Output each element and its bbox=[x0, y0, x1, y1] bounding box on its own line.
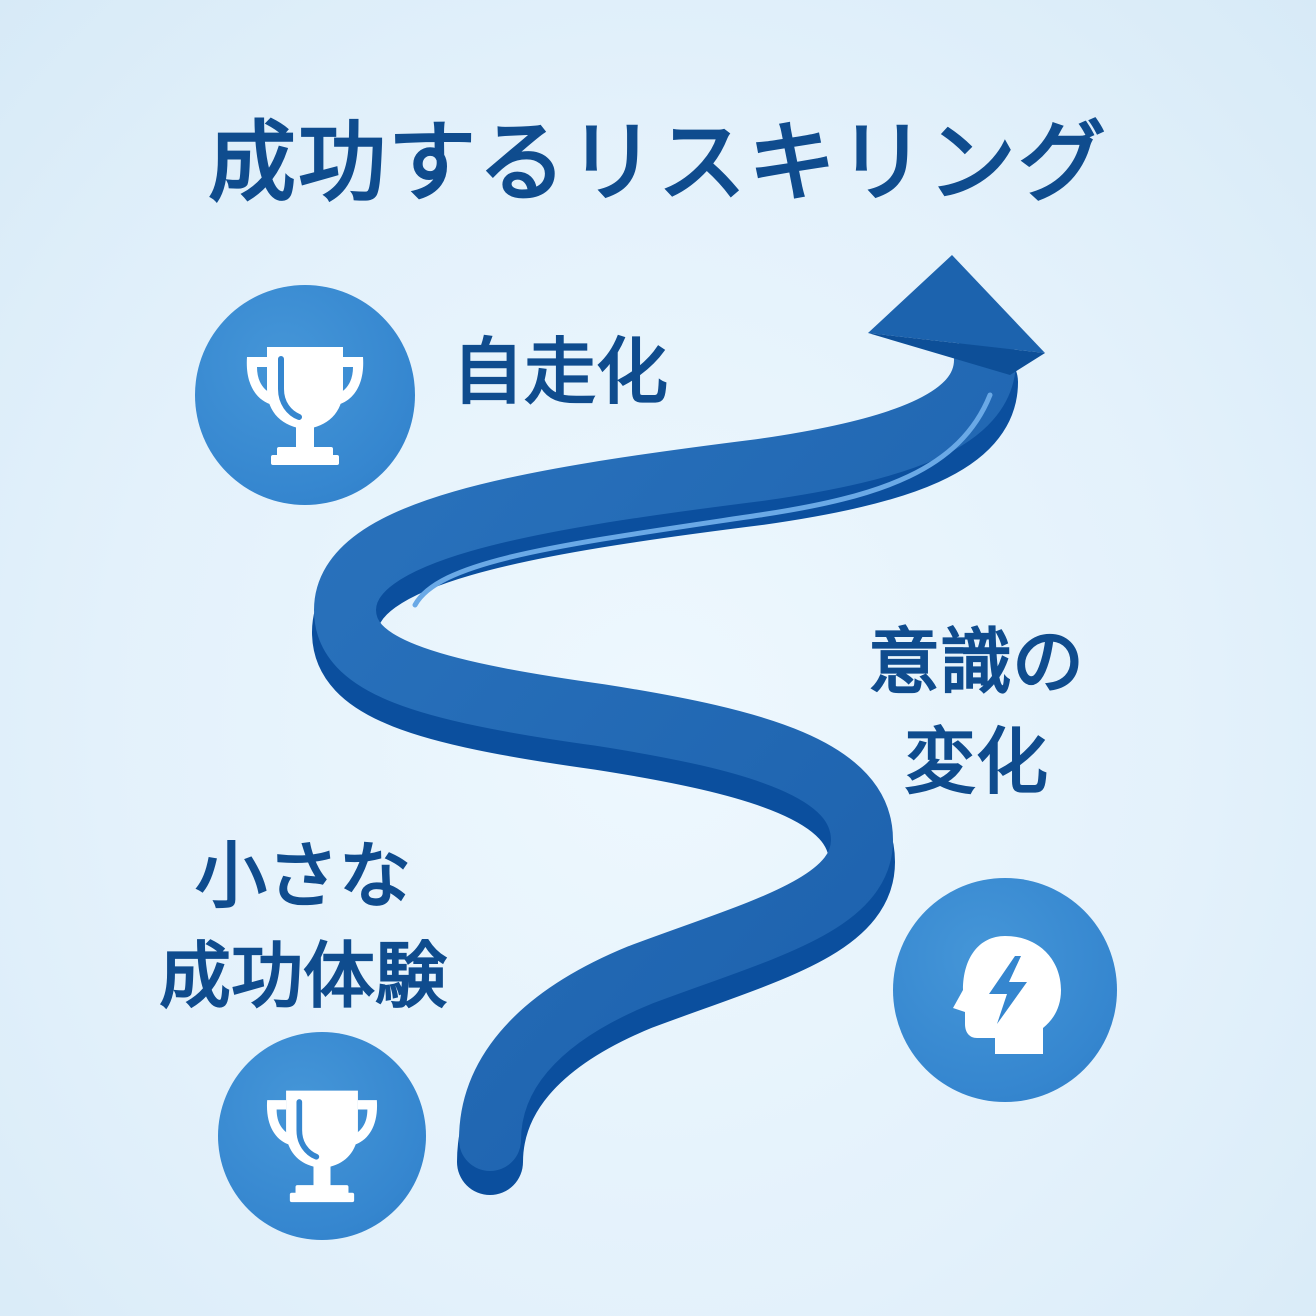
arrow-head-shade bbox=[868, 333, 1045, 375]
trophy-circle-top bbox=[195, 285, 415, 505]
label-small-success: 小さな 成功体験 bbox=[148, 826, 458, 1026]
head-circle-right bbox=[893, 878, 1117, 1102]
trophy-circle-bottom bbox=[218, 1032, 426, 1240]
path-top bbox=[313, 329, 1016, 1171]
trophy-icon bbox=[246, 347, 364, 465]
page-title: 成功するリスキリング bbox=[207, 111, 1108, 214]
label-awareness-line2: 変化 bbox=[903, 720, 1048, 804]
trophy-icon bbox=[266, 1090, 378, 1203]
arrow-head bbox=[868, 255, 1045, 353]
head-lightning-icon bbox=[953, 936, 1061, 1054]
label-awareness-line1: 意識の bbox=[867, 620, 1084, 704]
label-self-driven: 自走化 bbox=[452, 330, 669, 414]
label-awareness-change: 意識の 変化 bbox=[858, 612, 1094, 812]
path-highlight bbox=[412, 392, 993, 608]
label-small-line1: 小さな bbox=[194, 834, 411, 918]
label-small-line2: 成功体験 bbox=[158, 934, 447, 1018]
